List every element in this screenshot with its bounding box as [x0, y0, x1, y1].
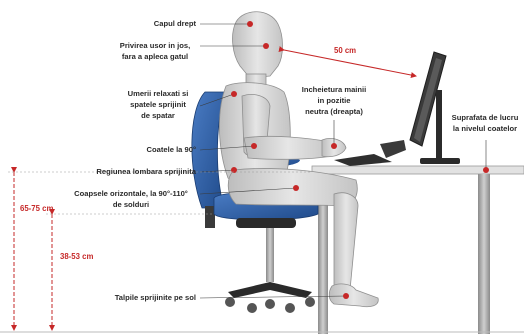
head — [232, 11, 283, 79]
red-dot-icon — [251, 143, 257, 149]
keyboard — [334, 140, 406, 166]
label-wrist: Incheietura mainii in pozitie neutra (dr… — [288, 84, 380, 117]
label-desk-line1: Suprafata de lucru — [451, 113, 519, 122]
label-shoulders-line1: Umerii relaxati si — [127, 89, 189, 98]
chair-gas-lift — [266, 228, 274, 282]
chair-wheel — [225, 297, 235, 307]
red-dot-icon — [343, 293, 349, 299]
label-elbows: Coatele la 90° — [146, 145, 196, 154]
chair-wheel — [265, 299, 275, 309]
label-desk-line2: la nivelul coatelor — [452, 124, 518, 133]
chair-wheel — [247, 303, 257, 313]
chair-base — [228, 282, 312, 298]
chair-wheel — [285, 303, 295, 313]
desk-leg-right — [478, 174, 490, 334]
red-dot-icon — [231, 167, 237, 173]
measure-screen-distance: 50 cm — [334, 46, 357, 55]
screen-distance-arrow — [278, 46, 417, 78]
measure-seat-height: 38-53 cm — [60, 252, 94, 261]
desk — [311, 165, 524, 334]
desk-leg-left — [318, 174, 328, 334]
label-shoulders-line3: de spatar — [141, 111, 175, 120]
leader-lines — [199, 23, 487, 299]
monitor-base — [420, 158, 460, 164]
desk-top — [311, 165, 524, 175]
measurement-arrows — [11, 46, 417, 331]
measure-desk-height: 65-75 cm — [20, 204, 54, 213]
red-dot-icon — [483, 167, 489, 173]
label-desk-surface: Suprafata de lucru la nivelul coatelor — [446, 112, 524, 134]
label-thighs-line1: Coapsele orizontale, la 90°-110° — [74, 189, 188, 198]
shin — [333, 192, 359, 295]
red-dot-icon — [293, 185, 299, 191]
red-dot-icon — [263, 43, 269, 49]
monitor-neck — [436, 90, 442, 160]
red-dot-icon — [331, 143, 337, 149]
label-gaze: Privirea usor in jos, fara a apleca gatu… — [110, 40, 200, 62]
human-figure — [219, 11, 379, 308]
label-shoulders-line2: spatele sprijinit — [130, 100, 186, 109]
label-wrist-line2: in pozitie — [317, 96, 351, 105]
label-feet: Talpile sprijinite pe sol — [114, 293, 196, 302]
label-shoulders: Umerii relaxati si spatele sprijinit de … — [118, 88, 198, 121]
red-dot-icon — [247, 21, 253, 27]
label-gaze-line1: Privirea usor in jos, — [119, 41, 191, 50]
label-wrist-line1: Incheietura mainii — [301, 85, 367, 94]
label-head: Capul drept — [153, 19, 196, 28]
label-lumbar: Regiunea lombara sprijinita — [96, 167, 196, 176]
forearm — [243, 135, 333, 160]
markers — [231, 21, 489, 299]
label-wrist-line3: neutra (dreapta) — [305, 107, 363, 116]
monitor — [409, 51, 460, 164]
label-gaze-line2: fara a apleca gatul — [121, 52, 189, 61]
foot — [328, 283, 379, 308]
label-thighs-line2: de solduri — [112, 200, 150, 209]
chair-wheel — [305, 297, 315, 307]
red-dot-icon — [231, 91, 237, 97]
label-thighs: Coapsele orizontale, la 90°-110° de sold… — [62, 188, 200, 210]
